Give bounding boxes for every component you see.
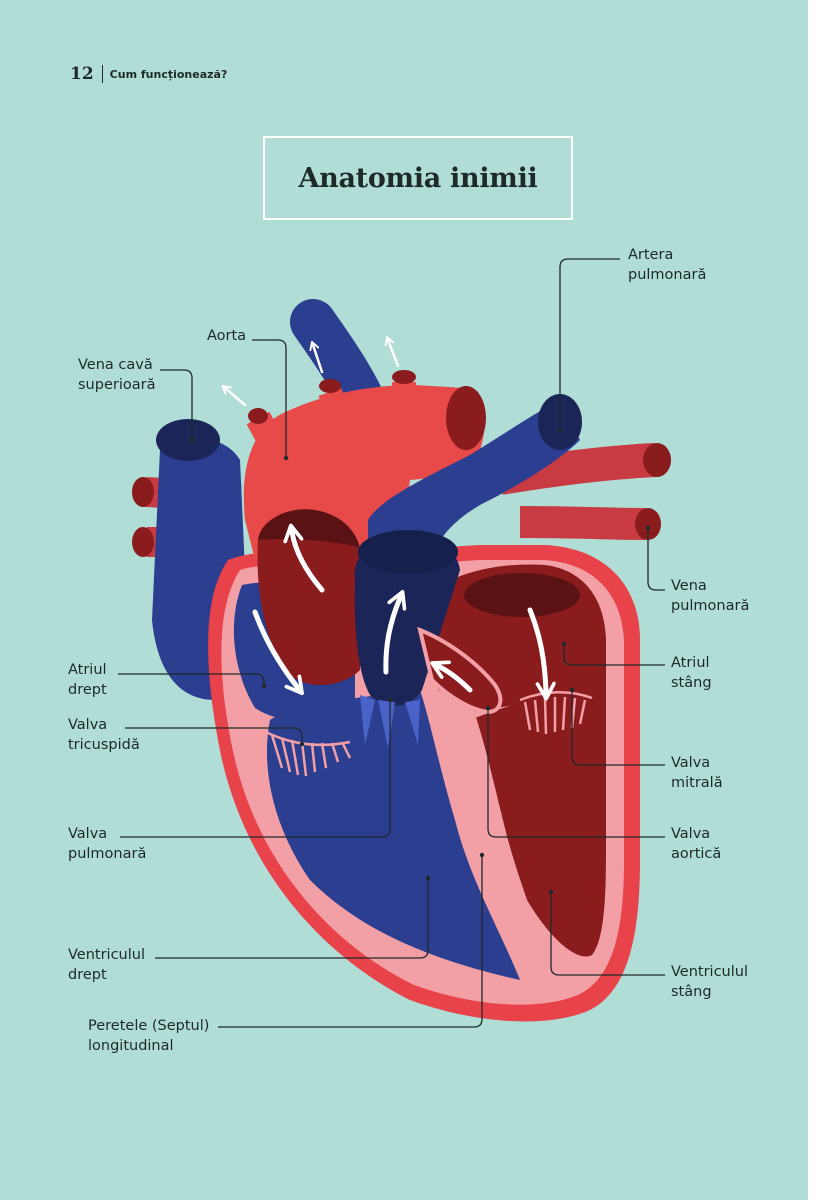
mitral-valve xyxy=(519,690,593,735)
heart-diagram xyxy=(118,258,671,1028)
left-atrium-opening xyxy=(464,573,580,617)
label-aorta: Aorta xyxy=(207,328,247,344)
vessel-arrows xyxy=(225,340,400,407)
label-septul: Peretele (Septul) longitudinal xyxy=(88,1018,210,1054)
label-atriul-stang: Atriul stâng xyxy=(671,655,712,691)
leader-lines xyxy=(118,258,665,1028)
leader-dots xyxy=(189,427,651,895)
arrow-right-atrium-down xyxy=(252,609,298,688)
right-ventricle xyxy=(266,690,520,980)
title-box: Anatomia inimii xyxy=(263,136,573,220)
arrow-aorta-up xyxy=(292,532,325,593)
page-title: Anatomia inimii xyxy=(298,162,538,194)
leader-vena-pulmonara xyxy=(647,528,665,591)
label-ventriculul-stang: Ventriculul stâng xyxy=(671,964,748,1000)
label-vena-pulmonara: Vena pulmonară xyxy=(671,578,750,614)
leader-aorta xyxy=(252,339,287,458)
flow-arrows xyxy=(252,532,546,693)
leader-atriul-stang xyxy=(563,644,665,666)
leader-septul xyxy=(218,855,483,1028)
aortic-valve xyxy=(417,626,503,715)
leader-ventriculul-drept xyxy=(155,878,429,959)
arrow-pulmonary-up xyxy=(383,598,400,675)
page-header: 12 Cum funcționează? xyxy=(70,64,227,84)
aorta xyxy=(243,370,486,685)
label-artera-pulmonara: Artera pulmonară xyxy=(628,247,707,283)
arrow-out-right xyxy=(388,340,400,368)
arrow-out-up xyxy=(313,345,324,374)
arrow-left-atrium-down xyxy=(527,607,546,692)
page-number: 12 xyxy=(70,64,94,84)
leader-valva-tricuspida xyxy=(125,727,303,744)
septum xyxy=(440,690,555,980)
arrow-aortic-valve xyxy=(438,666,473,693)
leader-valva-aortica xyxy=(487,708,665,838)
label-ventriculul-drept: Ventriculul drept xyxy=(68,947,145,983)
pulmonary-trunk xyxy=(354,394,582,706)
header-divider xyxy=(101,65,103,83)
leader-vena-cava xyxy=(160,369,193,440)
label-vena-cava-superioara: Vena cavă superioară xyxy=(78,357,156,393)
arrow-out-left xyxy=(225,388,247,407)
label-valva-pulmonara: Valva pulmonară xyxy=(68,826,147,862)
label-valva-tricuspida: Valva tricuspidă xyxy=(68,717,140,753)
leader-ventriculul-stang xyxy=(550,892,665,976)
label-valva-mitrala: Valva mitrală xyxy=(671,755,723,791)
leader-valva-pulmonara xyxy=(120,700,391,838)
running-title: Cum funcționează? xyxy=(109,67,228,81)
pulmonary-valve-leaflets xyxy=(360,695,420,748)
leader-valva-mitrala xyxy=(571,690,665,766)
leader-atriul-drept xyxy=(118,673,265,686)
tricuspid-valve xyxy=(261,728,352,777)
page: 12 Cum funcționează? Anatomia inimii xyxy=(0,0,808,1200)
label-valva-aortica: Valva aortică xyxy=(671,826,722,862)
leader-artera-pulmonara xyxy=(559,258,620,430)
label-atriul-drept: Atriul drept xyxy=(68,662,107,698)
